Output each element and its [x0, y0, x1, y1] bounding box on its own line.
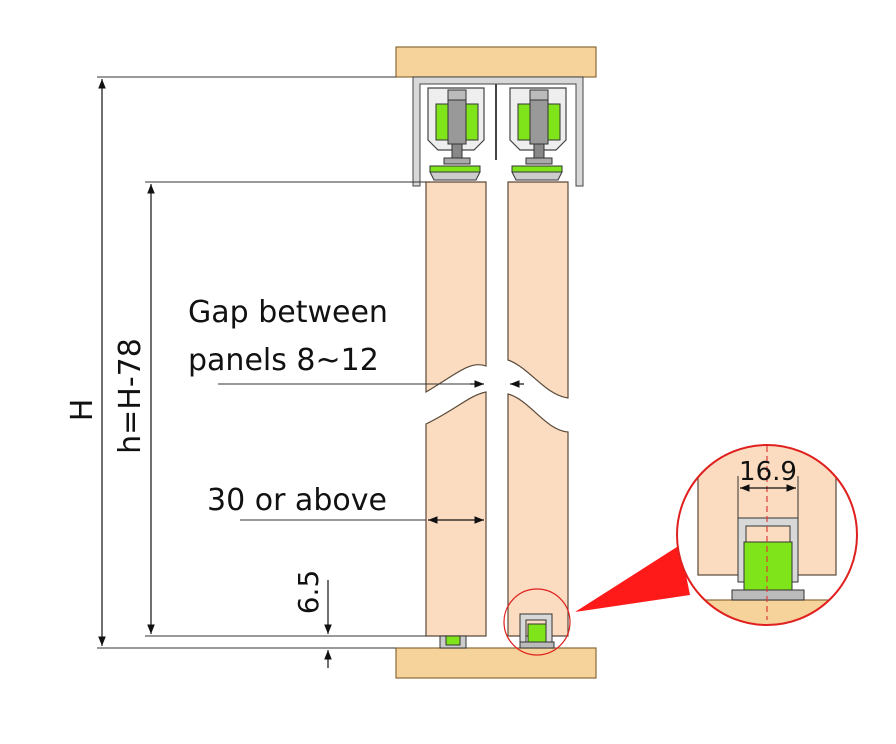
panel-gap-label-line2: panels 8~12	[188, 343, 379, 378]
bottom-right-guide	[519, 613, 555, 649]
detail-callout-wedge	[575, 545, 690, 612]
bottom-left-roller	[439, 635, 467, 649]
height-H-dimension: H	[65, 76, 396, 649]
left-panel-upper	[425, 181, 487, 394]
detail-view: 16.9	[676, 444, 858, 626]
height-H-label: H	[65, 399, 100, 422]
panel-gap-label-line1: Gap between	[188, 295, 388, 330]
right-trolley	[511, 89, 563, 181]
detail-marker-circle	[503, 588, 571, 656]
bottom-gap-dimension: 6.5	[292, 570, 332, 668]
top-wood-rail	[395, 46, 597, 78]
bottom-gap-label: 6.5	[292, 570, 325, 615]
bottom-wood-rail	[395, 647, 597, 679]
right-panel-lower	[507, 393, 569, 637]
panel-gap-dimension: Gap between panels 8~12	[188, 295, 524, 388]
panel-height-h-label: h=H-78	[113, 338, 148, 454]
left-panel-lower	[425, 391, 487, 637]
left-trolley	[429, 89, 481, 181]
right-panel-upper	[507, 181, 569, 399]
detail-width-label: 16.9	[739, 457, 797, 487]
panel-thickness-dimension: 30 or above	[207, 483, 484, 524]
panel-thickness-label: 30 or above	[207, 483, 387, 518]
panel-height-h-dimension: h=H-78	[113, 181, 426, 637]
